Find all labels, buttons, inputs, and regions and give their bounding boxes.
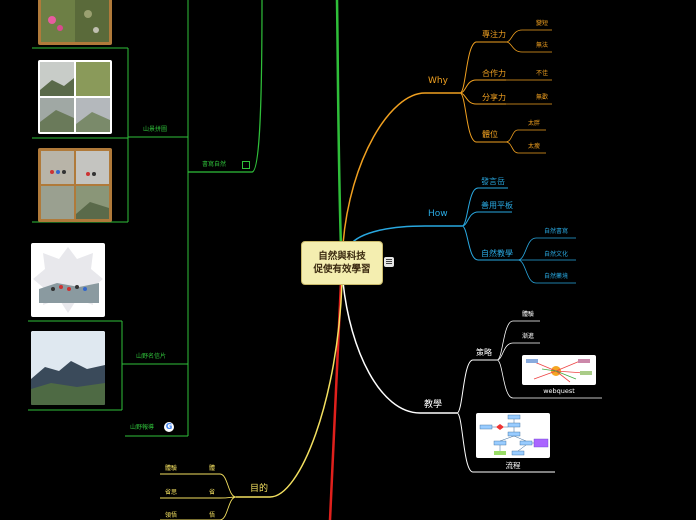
note-icon[interactable] (384, 257, 394, 267)
teaching-topic[interactable]: 教學 (424, 400, 443, 410)
why-posture-item-1[interactable]: 太胖 (528, 120, 541, 127)
central-topic-line2: 促使有效學習 (313, 264, 371, 275)
postcard-photo-image (33, 247, 103, 313)
mountain-postcard-label[interactable]: 山野名信片 (136, 353, 167, 360)
group-hiking-collage-image (41, 151, 109, 219)
why-posture-item-2[interactable]: 太瘦 (528, 143, 541, 150)
flow-caption: 流程 (505, 461, 521, 470)
why-focus-item-2[interactable]: 無法 (536, 42, 549, 49)
nature-writing-label[interactable]: 書寫自然 (202, 161, 227, 168)
how-nature-item-3[interactable]: 自然藥境 (544, 273, 569, 280)
mountain-landscape-image (31, 331, 105, 405)
mountain-report-label[interactable]: 山野報導 (130, 424, 155, 431)
webquest-thumbnail[interactable] (522, 355, 596, 385)
purpose-row1-right[interactable]: 體 (209, 465, 216, 472)
teaching-strategy[interactable]: 策略 (476, 348, 492, 357)
teaching-strategy-item-2[interactable]: 漸進 (522, 333, 535, 340)
purpose-row2-right[interactable]: 省 (209, 489, 216, 496)
why-topic[interactable]: Why (428, 76, 448, 86)
group-hiking-collage[interactable] (38, 148, 112, 222)
foggy-mountain-collage-image (40, 62, 110, 132)
flow-thumbnail[interactable] (476, 413, 550, 458)
why-focus-item-1[interactable]: 變短 (536, 20, 549, 27)
why-focus[interactable]: 專注力 (482, 30, 506, 39)
why-sharing[interactable]: 分享力 (482, 93, 506, 102)
central-topic-line1: 自然與科技 (318, 251, 366, 262)
why-cooperation-item-1[interactable]: 不佳 (536, 70, 549, 77)
how-nature-teaching[interactable]: 自然教學 (481, 249, 513, 258)
webquest-diagram-image (526, 359, 592, 383)
purpose-row3-left[interactable]: 領悟 (165, 512, 178, 519)
flowchart-image (479, 414, 549, 456)
flower-photo-image (41, 0, 109, 42)
purpose-row1-left[interactable]: 體驗 (165, 465, 178, 472)
link-icon[interactable] (242, 161, 250, 169)
purpose-row3-right[interactable]: 悟 (209, 512, 216, 519)
how-nature-item-2[interactable]: 自然文化 (544, 251, 569, 258)
central-topic[interactable]: 自然與科技 促使有效學習 (301, 241, 383, 285)
mountain-photos-label[interactable]: 山景拼圖 (143, 126, 168, 133)
how-nature-item-1[interactable]: 自然書寫 (544, 228, 569, 235)
how-tablet[interactable]: 善用平板 (481, 201, 513, 210)
purpose-topic[interactable]: 目的 (250, 484, 269, 494)
how-topic[interactable]: How (428, 209, 448, 219)
webquest-caption: webquest (543, 387, 575, 395)
postcard-photo[interactable] (31, 243, 105, 317)
why-cooperation[interactable]: 合作力 (482, 69, 506, 78)
flower-photo[interactable] (38, 0, 112, 45)
why-sharing-item-1[interactable]: 無歡 (536, 94, 549, 101)
how-speak[interactable]: 發言岳 (481, 177, 505, 186)
foggy-mountain-collage[interactable] (38, 60, 112, 134)
mountain-landscape-photo[interactable] (31, 331, 105, 405)
why-posture[interactable]: 體位 (482, 130, 498, 139)
teaching-strategy-item-1[interactable]: 體驗 (522, 311, 535, 318)
google-icon[interactable]: G (164, 422, 174, 432)
purpose-row2-left[interactable]: 省思 (165, 489, 178, 496)
